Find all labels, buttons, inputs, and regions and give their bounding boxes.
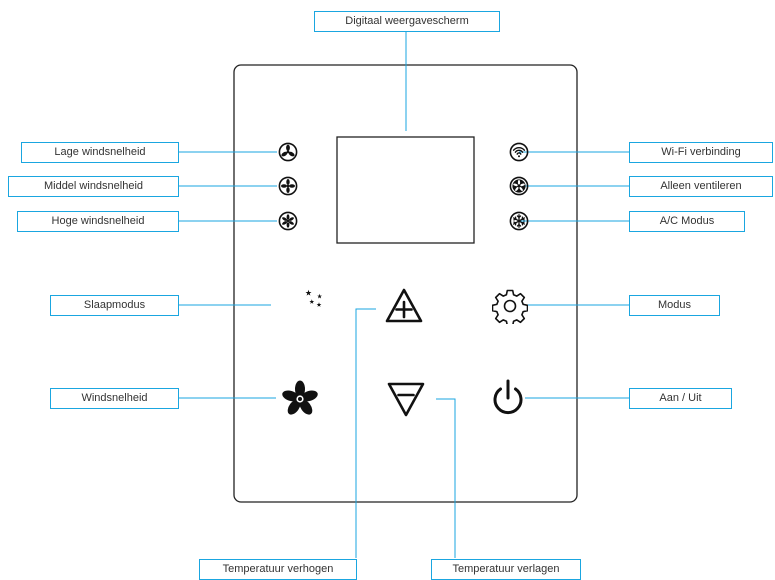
plus-triangle-icon[interactable] [384, 287, 424, 325]
gear-icon[interactable] [492, 288, 528, 324]
display-screen-label: Digitaal weergavescherm [314, 11, 500, 32]
mid-speed-label: Middel windsnelheid [8, 176, 179, 197]
sleep-moon-icon[interactable] [280, 286, 322, 328]
wifi-icon[interactable] [509, 142, 529, 162]
temp-down-label: Temperatuur verlagen [431, 559, 581, 580]
ac-mode-label: A/C Modus [629, 211, 745, 232]
fan-icon[interactable] [281, 380, 319, 418]
wind-speed-label: Windsnelheid [50, 388, 179, 409]
fan-only-icon[interactable] [509, 176, 529, 196]
mode-label: Modus [629, 295, 720, 316]
power-label: Aan / Uit [629, 388, 732, 409]
temp-up-label: Temperatuur verhogen [199, 559, 357, 580]
fan-only-label: Alleen ventileren [629, 176, 773, 197]
display-screen [336, 136, 475, 244]
power-icon[interactable] [490, 378, 526, 418]
mid-fan-icon[interactable] [278, 176, 298, 196]
minus-triangle-icon[interactable] [386, 380, 426, 418]
snowflake-icon[interactable] [509, 211, 529, 231]
high-speed-label: Hoge windsnelheid [17, 211, 179, 232]
low-speed-label: Lage windsnelheid [21, 142, 179, 163]
low-fan-icon[interactable] [278, 142, 298, 162]
high-fan-icon[interactable] [278, 211, 298, 231]
wifi-label: Wi-Fi verbinding [629, 142, 773, 163]
sleep-mode-label: Slaapmodus [50, 295, 179, 316]
